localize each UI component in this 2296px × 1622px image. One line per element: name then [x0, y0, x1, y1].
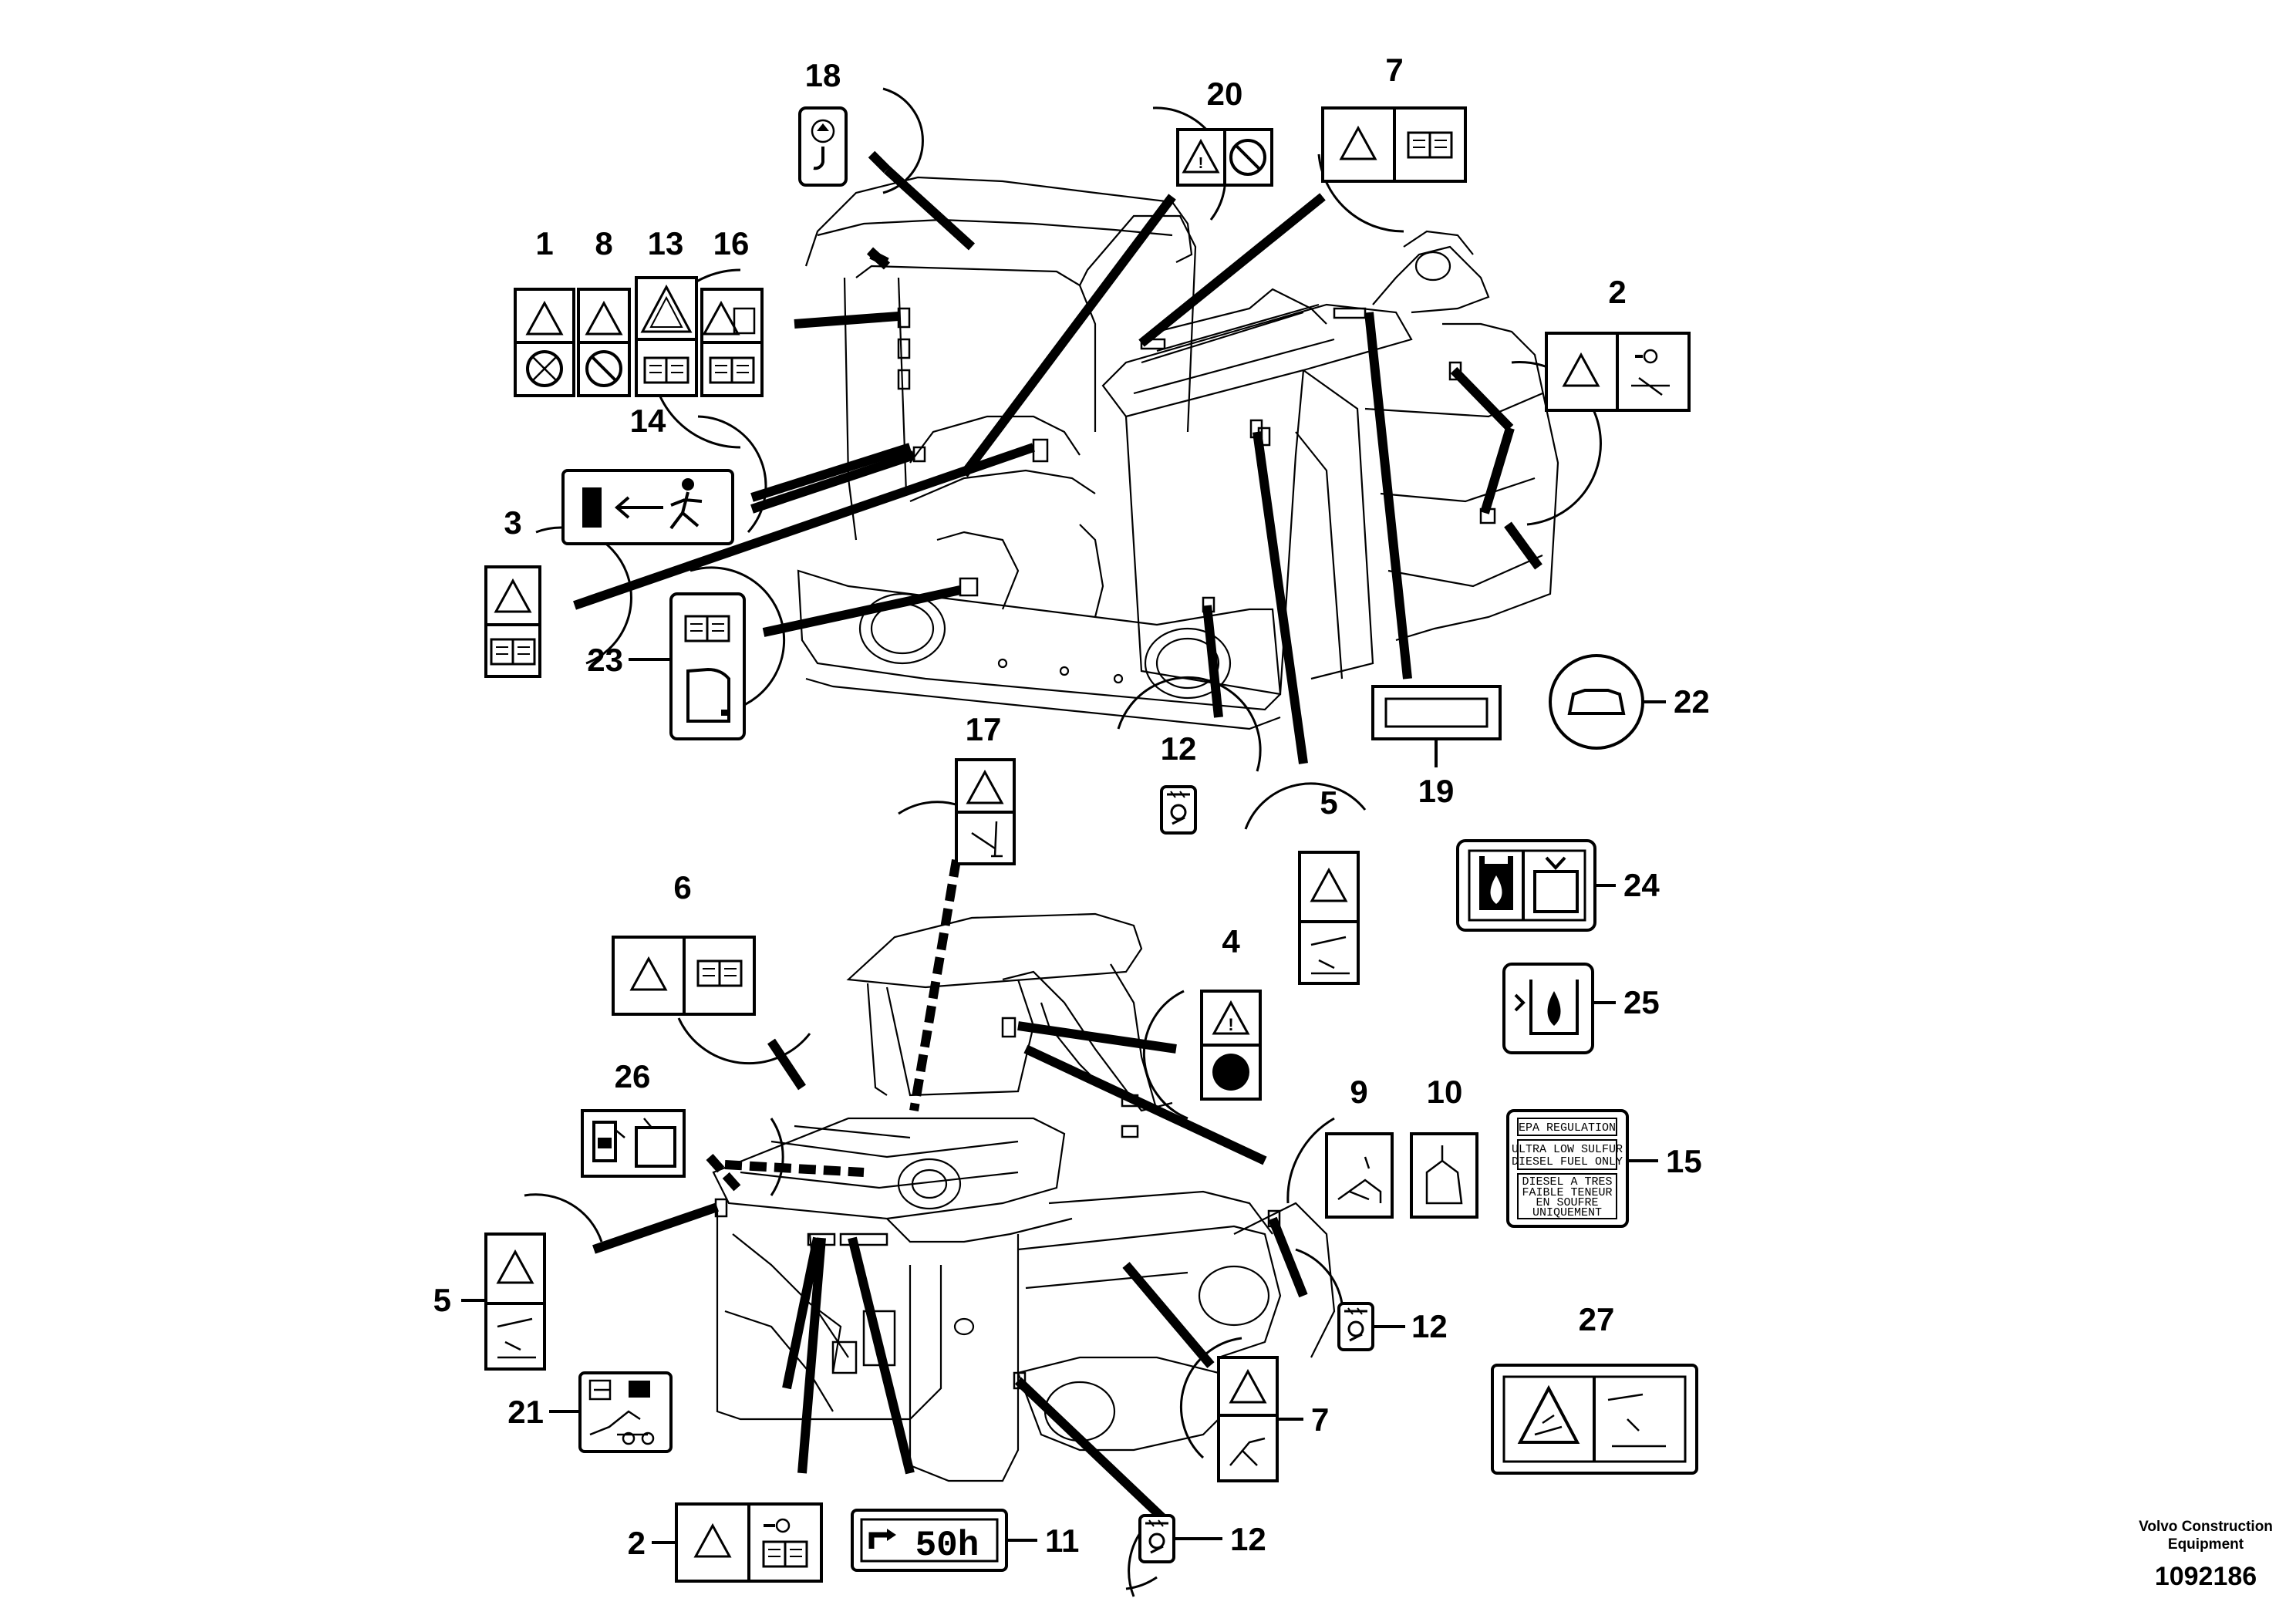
- decal-2-lower: 2: [628, 1502, 823, 1583]
- decal-26: 26: [581, 1058, 686, 1178]
- svg-text:23: 23: [587, 642, 623, 678]
- brand-line-1: Volvo Construction: [2139, 1519, 2273, 1535]
- svg-text:DIESEL FUEL ONLY: DIESEL FUEL ONLY: [1512, 1155, 1623, 1168]
- decal-15: EPA REGULATION ULTRA LOW SULFUR DIESEL F…: [1506, 1109, 1702, 1228]
- svg-text:2: 2: [1608, 274, 1626, 310]
- svg-text:11: 11: [1045, 1523, 1079, 1559]
- svg-text:16: 16: [713, 225, 750, 261]
- svg-text:9: 9: [1350, 1074, 1367, 1110]
- svg-text:3: 3: [504, 504, 521, 541]
- decal-22: 22: [1549, 654, 1710, 750]
- brand-line-2: Equipment: [2168, 1536, 2244, 1553]
- svg-text:14: 14: [630, 403, 666, 439]
- decal-17: 17: [955, 711, 1016, 865]
- decal-8: 8: [577, 225, 631, 397]
- decal-23: 23: [587, 592, 746, 740]
- svg-text:24: 24: [1623, 867, 1660, 903]
- decal-12-lower-right: 12: [1337, 1302, 1448, 1351]
- decal-25: 25: [1502, 963, 1660, 1054]
- svg-text:22: 22: [1674, 683, 1710, 720]
- decal-24: 24: [1456, 839, 1660, 932]
- svg-text:UNIQUEMENT: UNIQUEMENT: [1532, 1206, 1602, 1219]
- svg-text:26: 26: [615, 1058, 651, 1094]
- svg-text:7: 7: [1311, 1401, 1329, 1438]
- svg-text:12: 12: [1161, 730, 1197, 767]
- decal-10: 10: [1410, 1074, 1478, 1219]
- svg-text:!: !: [1199, 155, 1204, 172]
- svg-text:10: 10: [1427, 1074, 1463, 1110]
- svg-text:DIESEL A TRES: DIESEL A TRES: [1522, 1175, 1612, 1189]
- svg-text:50h: 50h: [915, 1526, 979, 1566]
- svg-text:5: 5: [433, 1282, 451, 1318]
- svg-text:13: 13: [648, 225, 684, 261]
- svg-text:25: 25: [1623, 984, 1660, 1020]
- svg-text:17: 17: [966, 711, 1002, 747]
- decal-7-lower: 7: [1217, 1356, 1329, 1482]
- decal-12-lower-bottom: 12: [1138, 1514, 1266, 1563]
- svg-text:FAIBLE TENEUR: FAIBLE TENEUR: [1522, 1186, 1612, 1199]
- svg-text:EPA REGULATION: EPA REGULATION: [1519, 1121, 1616, 1135]
- svg-text:7: 7: [1385, 52, 1403, 88]
- svg-text:19: 19: [1418, 773, 1455, 809]
- svg-text:15: 15: [1666, 1143, 1702, 1179]
- decal-20: 20 !: [1176, 76, 1273, 187]
- svg-text:5: 5: [1320, 784, 1337, 821]
- decal-3: 3: [484, 504, 541, 678]
- decal-4: 4 !: [1200, 923, 1262, 1101]
- decal-7-upper: 7: [1321, 52, 1467, 183]
- decal-21: 21: [507, 1371, 673, 1453]
- svg-text:8: 8: [595, 225, 612, 261]
- decal-14: 14: [561, 403, 734, 545]
- svg-text:ULTRA LOW SULFUR: ULTRA LOW SULFUR: [1512, 1143, 1623, 1156]
- svg-text:6: 6: [673, 869, 691, 905]
- decal-27: 27: [1491, 1301, 1698, 1475]
- decal-16: 16: [700, 225, 764, 397]
- svg-text:21: 21: [507, 1394, 544, 1430]
- svg-text:!: !: [1228, 1015, 1233, 1034]
- svg-text:12: 12: [1411, 1308, 1448, 1344]
- svg-text:20: 20: [1207, 76, 1243, 112]
- svg-text:1: 1: [535, 225, 553, 261]
- decal-1: 1: [514, 225, 575, 397]
- svg-text:EN SOUFRE: EN SOUFRE: [1536, 1196, 1598, 1209]
- decal-12-upper: 12: [1160, 730, 1197, 835]
- lower-machine-view: [712, 912, 1336, 1482]
- decal-5-lower: 5: [433, 1233, 546, 1371]
- leader-lines: [573, 150, 1542, 1531]
- svg-text:2: 2: [628, 1525, 646, 1561]
- upper-machine-view: [797, 176, 1559, 730]
- svg-text:12: 12: [1230, 1521, 1266, 1557]
- svg-text:27: 27: [1579, 1301, 1615, 1337]
- decal-9: 9: [1325, 1074, 1394, 1219]
- svg-text:4: 4: [1222, 923, 1240, 959]
- decal-5-upper: 5: [1298, 784, 1360, 985]
- decal-18: 18: [798, 57, 848, 187]
- decal-2-upper: 2: [1545, 274, 1691, 412]
- decal-13: 13: [635, 225, 698, 397]
- svg-text:18: 18: [805, 57, 841, 93]
- doc-number: 1092186: [2155, 1562, 2257, 1591]
- decal-6: 6: [612, 869, 756, 1016]
- decal-19: 19: [1371, 685, 1502, 809]
- decal-11: 50h 11: [851, 1509, 1079, 1572]
- footer: Volvo Construction Equipment 1092186: [2139, 1519, 2273, 1591]
